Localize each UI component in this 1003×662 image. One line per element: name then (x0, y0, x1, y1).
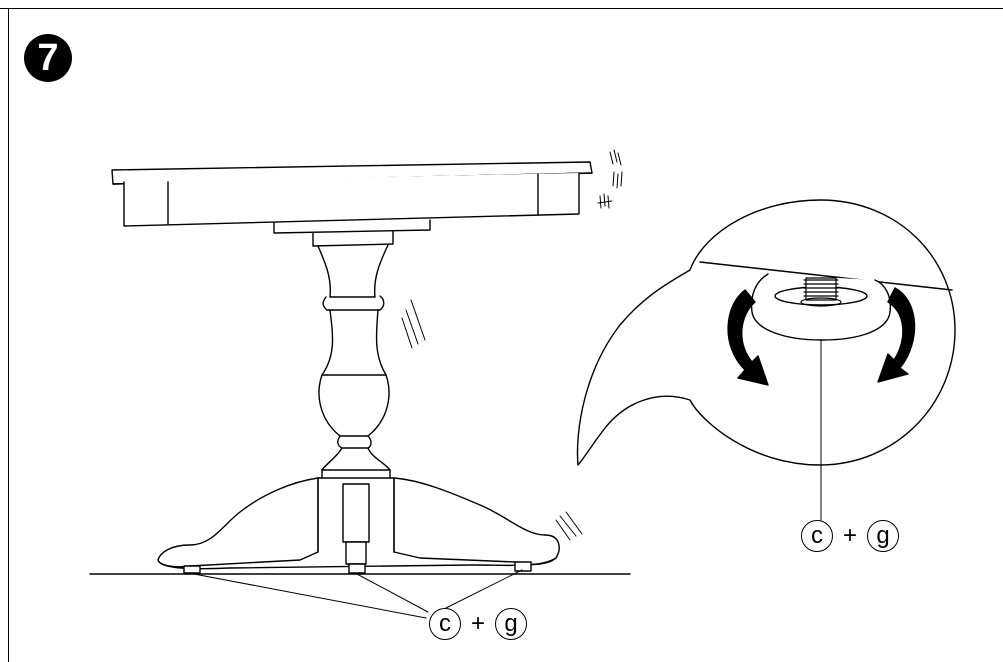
tabletop-underside (699, 261, 953, 291)
part-c-label: c (429, 608, 461, 640)
wobble-marks (401, 149, 623, 541)
rotate-arrow-right-icon (877, 287, 916, 383)
step-number-badge: 7 (24, 34, 72, 82)
part-c-label: c (801, 520, 833, 552)
bottom-part-callout: c + g (429, 608, 528, 640)
plus-sign: + (843, 522, 858, 549)
bottom-callout-leaders (193, 569, 523, 619)
rotate-arrow-left-icon (727, 289, 769, 386)
left-divider (8, 8, 9, 662)
pedestal-column (312, 230, 395, 479)
floor-glides (183, 561, 532, 574)
table-top (111, 161, 593, 234)
detail-part-callout: c + g (801, 520, 900, 552)
glide-detail-magnifier (576, 199, 956, 521)
part-g-label: g (867, 520, 900, 552)
threaded-bolt (800, 277, 842, 307)
plus-sign: + (471, 610, 486, 637)
top-divider (0, 8, 1003, 9)
part-g-label: g (495, 608, 528, 640)
pedestal-base (157, 477, 560, 570)
